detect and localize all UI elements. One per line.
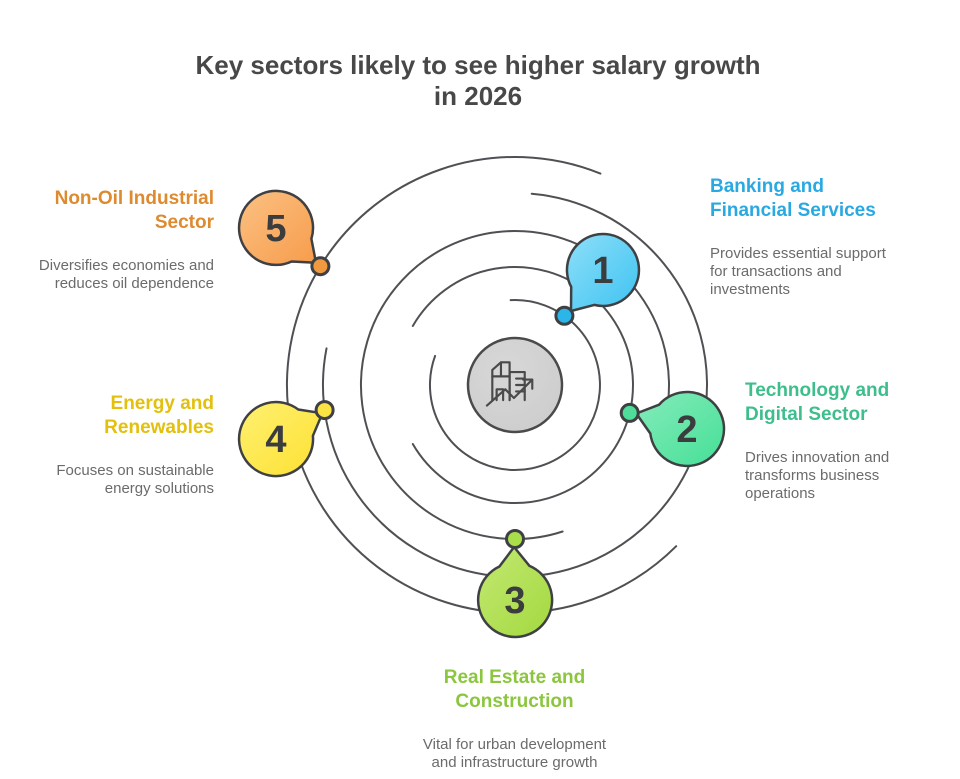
sector-bubble-5 [237,189,318,267]
sector-bubble-4 [237,400,324,478]
sector-description: Focuses on sustainable energy solutions [56,462,214,497]
buildings-growth-icon [485,361,534,407]
sector-title: Energy and Renewables [104,393,214,438]
sector-label-non-oil: Non-Oil Industrial Sector Diversifies ec… [14,187,214,293]
page-title: Key sectors likely to see higher salary … [195,50,761,111]
sector-title: Banking and Financial Services [710,176,876,221]
sector-label-banking: Banking and Financial Services Provides … [710,175,910,299]
sector-label-energy: Energy and Renewables Focuses on sustain… [24,392,214,498]
sector-title: Non-Oil Industrial Sector [54,188,214,233]
sector-label-real-estate: Real Estate and Construction Vital for u… [412,666,617,772]
sector-bubble-2 [635,390,726,468]
sector-dot-4 [314,400,335,421]
orbit-ring-2 [411,266,634,504]
sector-dot-1 [554,305,575,326]
sector-number-5: 5 [265,208,286,250]
sector-bubble-1 [565,232,641,313]
sector-description: Vital for urban development and infrastr… [422,736,607,771]
sector-dot-5 [310,256,331,277]
sector-dot-3 [505,529,525,549]
sector-number-1: 1 [592,250,613,292]
sector-dot-2 [619,402,640,423]
orbit-ring-4 [322,192,708,578]
sector-description: Drives innovation and transforms busines… [745,449,890,502]
sector-description: Diversifies economies and reduces oil de… [38,257,214,292]
sector-number-4: 4 [265,419,286,461]
sector-title: Real Estate and Construction [443,667,586,712]
sector-bubble-3 [476,545,554,639]
sector-label-technology: Technology and Digital Sector Drives inn… [745,379,935,503]
sector-description: Provides essential support for transacti… [710,245,886,298]
orbit-ring-1 [428,299,601,471]
sector-number-2: 2 [676,409,697,451]
sector-title: Technology and Digital Sector [745,380,890,425]
orbit-ring-3 [359,230,670,541]
sector-number-3: 3 [504,580,525,622]
